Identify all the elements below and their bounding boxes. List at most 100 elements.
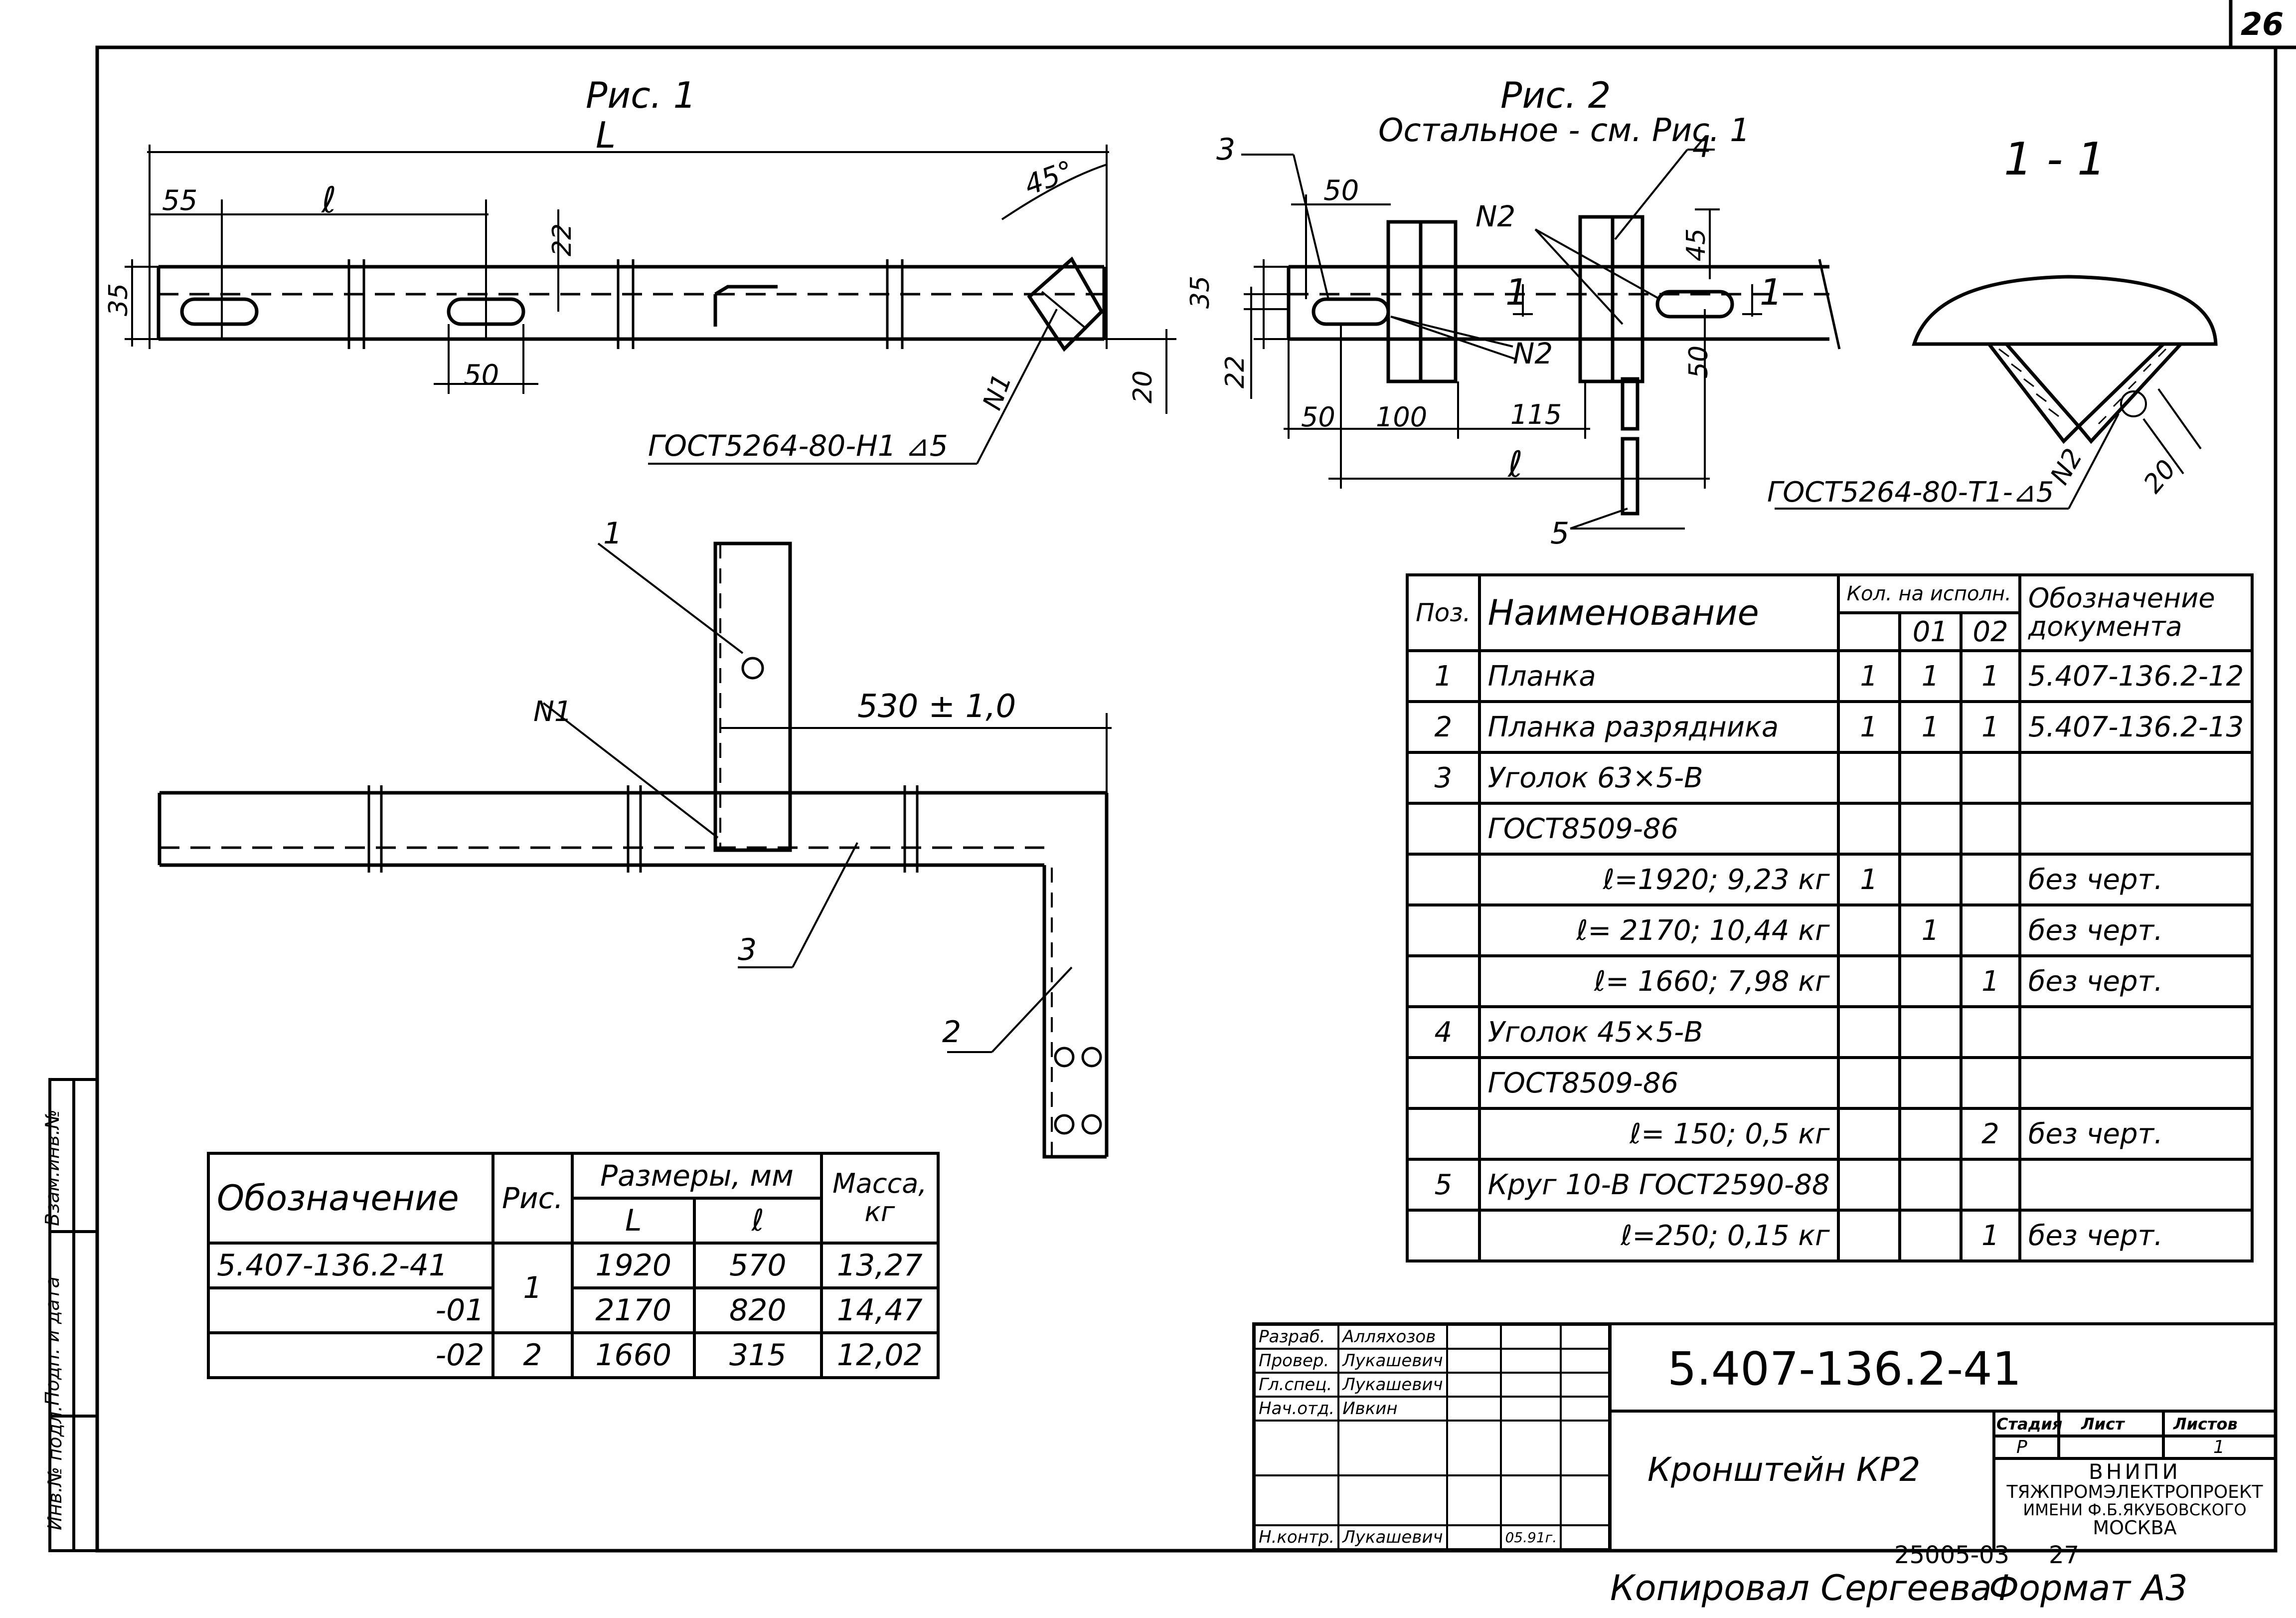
section-dimensions <box>1775 388 2202 510</box>
section-1-1 <box>1912 275 2218 444</box>
spec-pos <box>1406 903 1481 957</box>
tb-sign <box>1446 1348 1502 1374</box>
stage-value: Р <box>2016 1437 2027 1457</box>
fig2-dim-50-right: 50 <box>1684 345 1714 379</box>
table-row: Провер. Лукашевич <box>1253 1348 1610 1374</box>
table-row: 4 Уголок 45×5-В <box>1406 1005 2254 1059</box>
spec-doc <box>2018 802 2254 856</box>
tb-extra <box>1560 1324 1610 1350</box>
tb-sign <box>1446 1396 1502 1422</box>
tb-name: Лукашевич <box>1337 1372 1448 1398</box>
tb-name: Лукашевич <box>1337 1348 1448 1374</box>
fig2-weld-bottom: N2 <box>1513 337 1553 370</box>
spec-header-doc: Обозначение документа <box>2018 573 2254 652</box>
spec-doc: 5.407-136.2-13 <box>2018 700 2254 754</box>
spec-name: ℓ= 1660; 7,98 кг <box>1477 954 1840 1008</box>
fig2-dim-100: 100 <box>1376 401 1428 433</box>
spec-qty-02 <box>1960 751 2021 805</box>
drawing-title: Кронштейн КР2 <box>1647 1450 1921 1489</box>
spec-qty-02 <box>1960 853 2021 906</box>
table-row: ГОСТ8509-86 <box>1406 802 2254 856</box>
spec-qty <box>1836 802 1901 856</box>
fig2-dim-50-top: 50 <box>1323 175 1359 207</box>
tb-name: Алляхозов <box>1337 1324 1448 1350</box>
spec-qty-02 <box>1960 903 2021 957</box>
spec-qty-01 <box>1898 1056 1963 1110</box>
spec-qty-01 <box>1898 1005 1963 1059</box>
tb-sign <box>1446 1372 1502 1398</box>
spec-qty-01: 1 <box>1898 649 1963 703</box>
org-line-4: МОСКВА <box>2093 1517 2177 1539</box>
fig2-dimensions <box>1241 149 1762 530</box>
fig1-dim-50: 50 <box>464 359 499 391</box>
spec-name: ℓ=250; 0,15 кг <box>1477 1209 1840 1262</box>
tb-date <box>1500 1348 1562 1374</box>
fig2-dim-115: 115 <box>1510 399 1562 430</box>
fig2-title: Рис. 2 <box>1500 74 1611 116</box>
title-block-grid <box>1252 1322 2277 1552</box>
table-row: 2 Планка разрядника 1 1 1 5.407-136.2-13 <box>1406 700 2254 754</box>
sizes-designation: -01 <box>207 1286 494 1334</box>
tb-extra <box>1560 1372 1610 1398</box>
spec-qty-01: 1 <box>1898 700 1963 754</box>
title-block-roles: Разраб. Алляхозов Провер. Лукашевич Гл.с… <box>1253 1324 1610 1550</box>
sizes-mass: 13,27 <box>820 1242 940 1289</box>
fig1-angle-bar <box>157 256 1106 352</box>
fig1-dim-22: 22 <box>547 223 578 257</box>
spec-name: ГОСТ8509-86 <box>1477 1056 1840 1110</box>
sheet-number: 26 <box>2241 6 2284 42</box>
tb-date <box>1500 1474 1562 1526</box>
spec-qty <box>1836 1056 1901 1110</box>
tb-sign <box>1446 1474 1502 1526</box>
table-row <box>1253 1420 1610 1476</box>
sizes-header-dims: Размеры, мм <box>571 1152 823 1200</box>
assembly-dim-530: 530 ± 1,0 <box>857 688 1016 725</box>
fig2-angle-bar <box>1287 215 1841 516</box>
spec-qty <box>1836 1107 1901 1161</box>
fig1-dim-L: L <box>596 114 616 156</box>
spec-qty <box>1836 954 1901 1008</box>
spec-qty-02 <box>1960 1056 2021 1110</box>
spec-pos: 1 <box>1406 649 1481 703</box>
tb-extra <box>1560 1420 1610 1476</box>
sizes-mass: 12,02 <box>820 1331 940 1379</box>
assembly-callout-2: 2 <box>942 1015 962 1050</box>
fig1-dim-20: 20 <box>1128 370 1158 404</box>
table-row: ℓ=1920; 9,23 кг 1 без черт. <box>1406 853 2254 906</box>
spec-pos <box>1406 1107 1481 1161</box>
spec-doc <box>2018 1056 2254 1110</box>
tb-date <box>1500 1420 1562 1476</box>
spec-name: ГОСТ8509-86 <box>1477 802 1840 856</box>
spec-name: Круг 10-В ГОСТ2590-88 <box>1477 1158 1840 1212</box>
spec-qty-02: 1 <box>1960 1209 2021 1262</box>
spec-pos: 3 <box>1406 751 1481 805</box>
footer-code: 25005-03 <box>1894 1541 2010 1569</box>
table-row: -02 2 1660 315 12,02 <box>207 1331 940 1379</box>
table-row: ℓ=250; 0,15 кг 1 без черт. <box>1406 1209 2254 1262</box>
fig1-dim-l: ℓ <box>322 179 336 221</box>
assembly-dimensions <box>542 542 1112 1053</box>
spec-name: Уголок 45×5-В <box>1477 1005 1840 1059</box>
sheets-label: Листов <box>2173 1415 2238 1434</box>
fig2-dim-50-bottom: 50 <box>1301 401 1335 433</box>
tb-role <box>1253 1474 1340 1526</box>
tb-name: Ивкин <box>1337 1396 1448 1422</box>
spec-doc: 5.407-136.2-12 <box>2018 649 2254 703</box>
table-row: Разраб. Алляхозов <box>1253 1324 1610 1350</box>
spec-header-qty: Кол. на испoлн. <box>1836 573 2021 614</box>
spec-qty-01 <box>1898 1209 1963 1262</box>
fig2-subtitle: Остальное - см. Рис. 1 <box>1378 112 1750 149</box>
spec-qty-01 <box>1898 1158 1963 1212</box>
sizes-header-L: L <box>571 1197 696 1245</box>
side-stamp-sign-date: Подп. и дата <box>41 1276 63 1406</box>
side-stamp-inv-repl: Взам.инв.№ <box>41 1109 63 1226</box>
fig1-dim-35: 35 <box>104 283 134 317</box>
specification-table: Поз. Наименование Кол. на испoлн. Обозна… <box>1406 573 2254 1262</box>
fig2-dim-22: 22 <box>1220 355 1251 389</box>
spec-qty <box>1836 903 1901 957</box>
spec-doc: без черт. <box>2018 1209 2254 1262</box>
table-row: Н.контр. Лукашевич 05.91г. <box>1253 1524 1610 1550</box>
tb-extra <box>1560 1524 1610 1550</box>
footer-page: 27 <box>2049 1541 2080 1569</box>
